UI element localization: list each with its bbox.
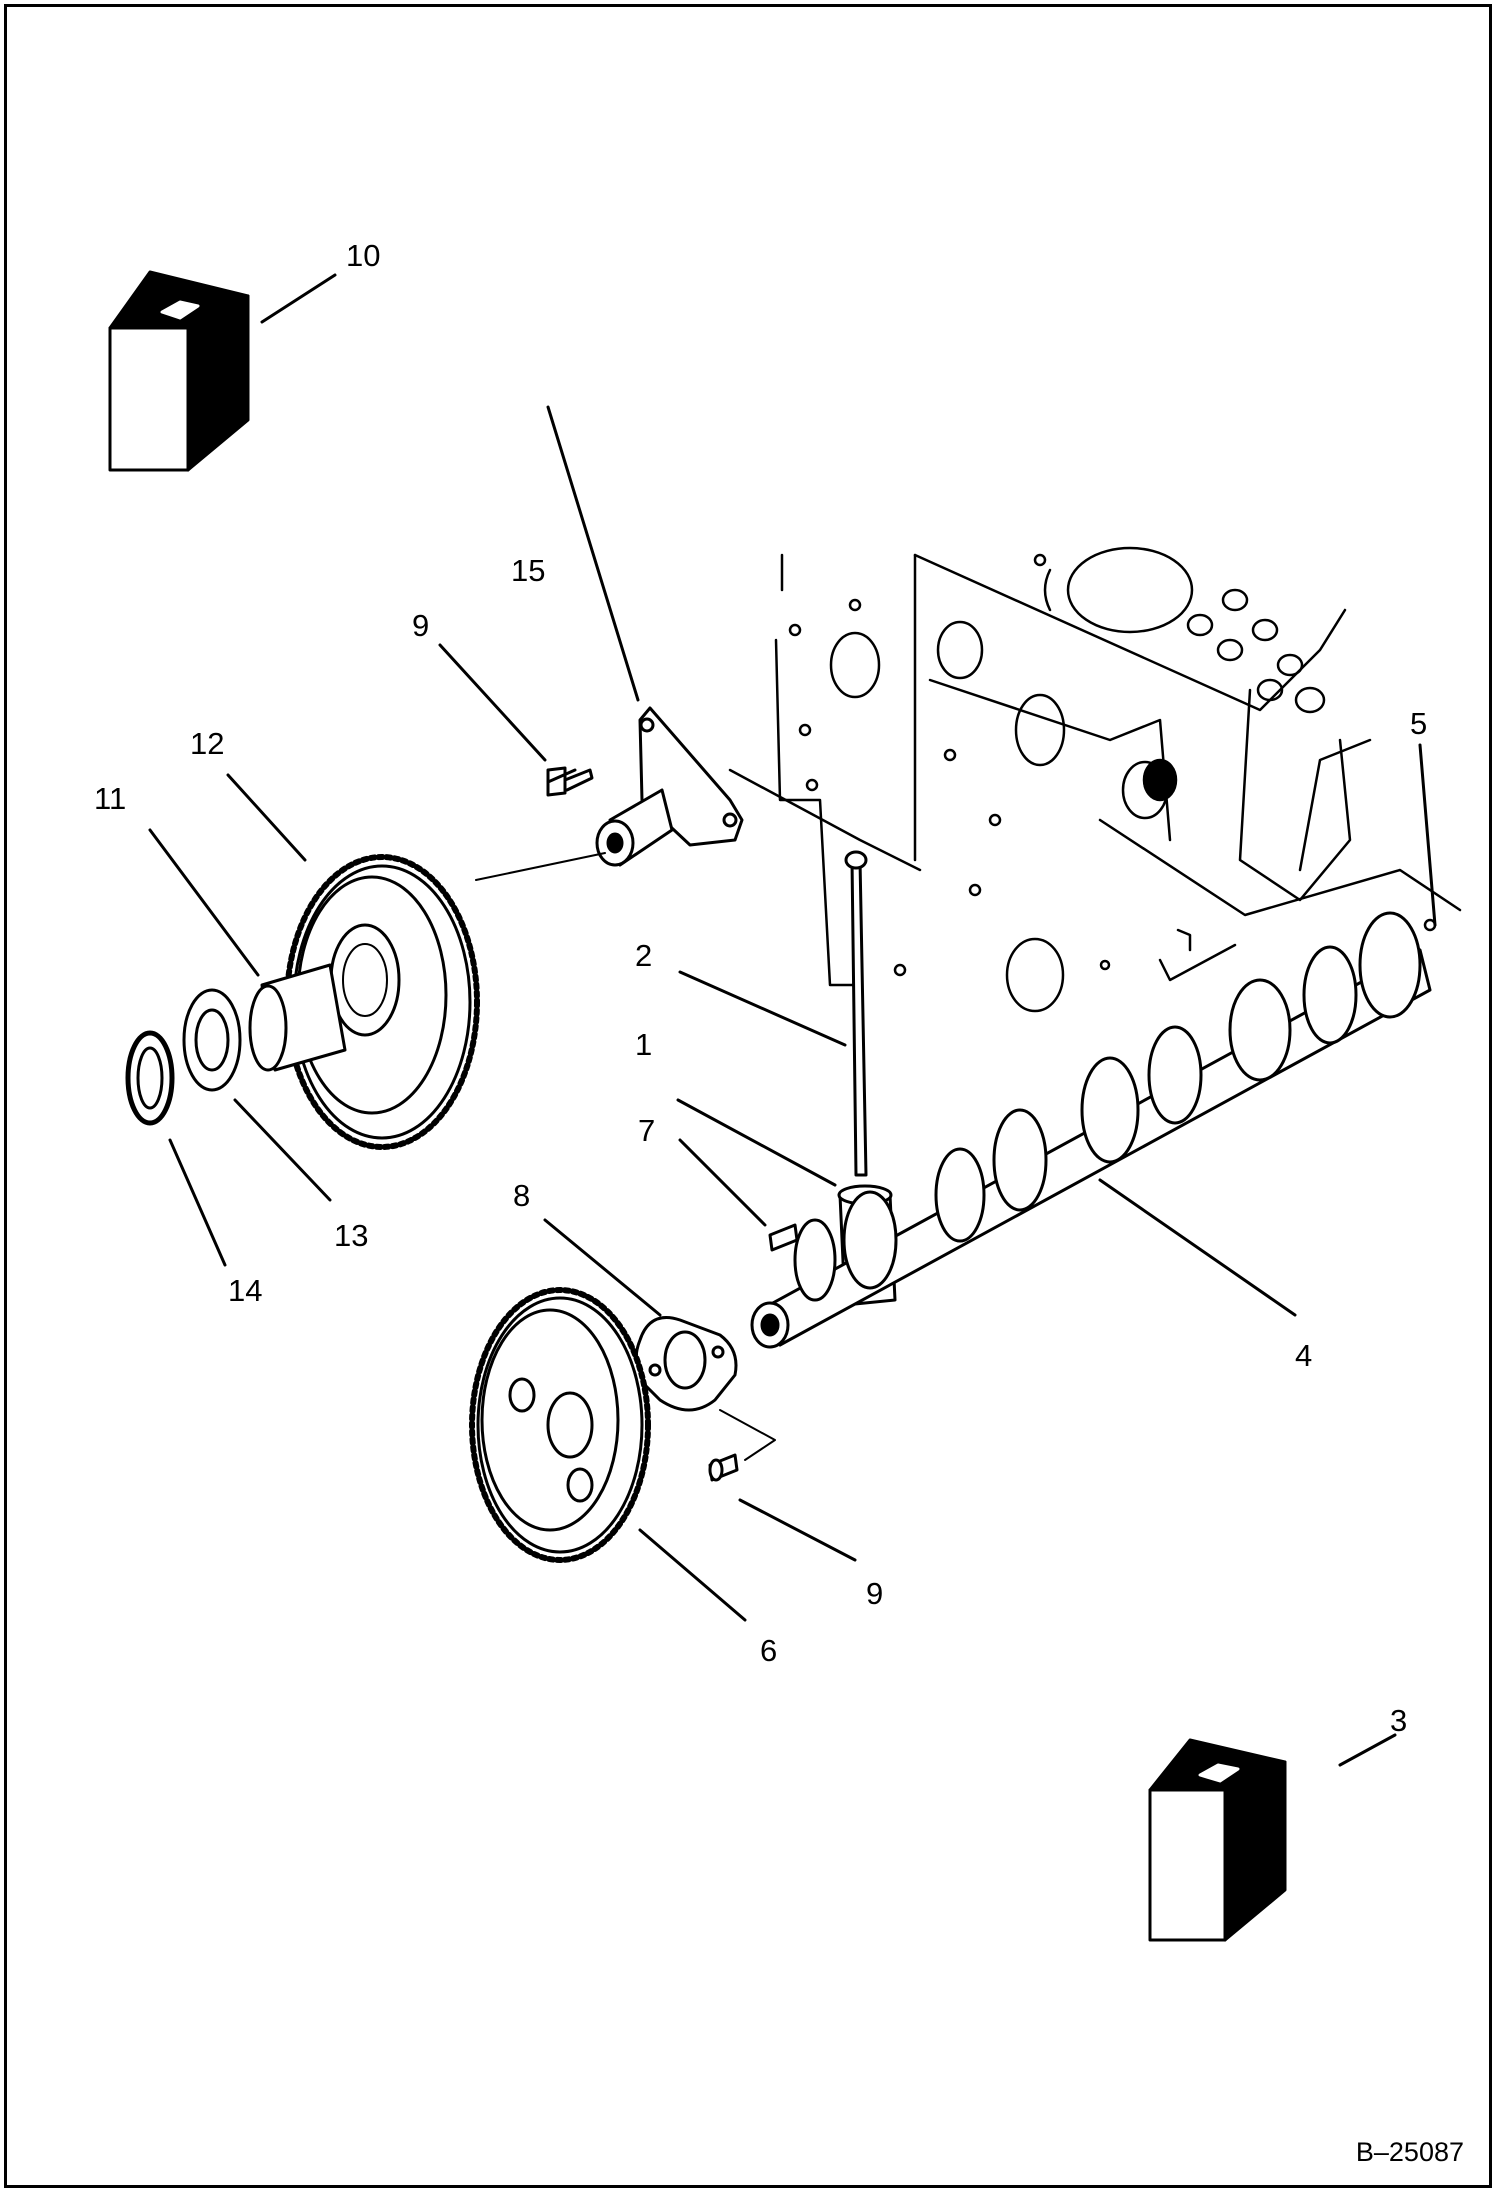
- callout-2: 2: [635, 938, 653, 973]
- callout-12: 12: [190, 726, 225, 761]
- callout-3: 3: [1390, 1703, 1408, 1738]
- idler-shaft-bracket: [546, 706, 744, 867]
- camshaft: [750, 911, 1432, 1349]
- thrust-washer: [182, 988, 242, 1092]
- push-rod: [844, 850, 868, 1177]
- callout-9-upper: 9: [412, 608, 430, 643]
- callout-10: 10: [346, 238, 381, 273]
- engine-block: [728, 546, 1462, 1013]
- callout-13: 13: [334, 1218, 369, 1253]
- callout-6: 6: [760, 1633, 778, 1668]
- manual-reference-icon-10: [108, 270, 250, 472]
- idler-gear: [284, 854, 480, 1150]
- bushing: [248, 963, 347, 1072]
- snap-ring: [125, 1030, 175, 1126]
- callout-15: 15: [511, 553, 546, 588]
- callout-1: 1: [635, 1027, 653, 1062]
- manual-reference-icon-3: [1148, 1738, 1287, 1942]
- callout-9-lower: 9: [866, 1576, 884, 1611]
- callout-8: 8: [513, 1178, 531, 1213]
- callout-5: 5: [1410, 706, 1428, 741]
- assembly-centerlines: [475, 852, 776, 1461]
- drawing-border: [4, 4, 1492, 2188]
- callout-7: 7: [638, 1113, 656, 1148]
- leader-lines: [148, 273, 1437, 1767]
- cam-gear: [469, 1287, 651, 1563]
- thrust-plate: [634, 1316, 738, 1412]
- callout-11: 11: [94, 781, 127, 816]
- document-number: B–25087: [1355, 2137, 1464, 2167]
- callout-4: 4: [1295, 1338, 1313, 1373]
- woodruff-key: [768, 1223, 799, 1252]
- bolt-lower: [708, 1453, 739, 1482]
- callout-14: 14: [228, 1273, 263, 1308]
